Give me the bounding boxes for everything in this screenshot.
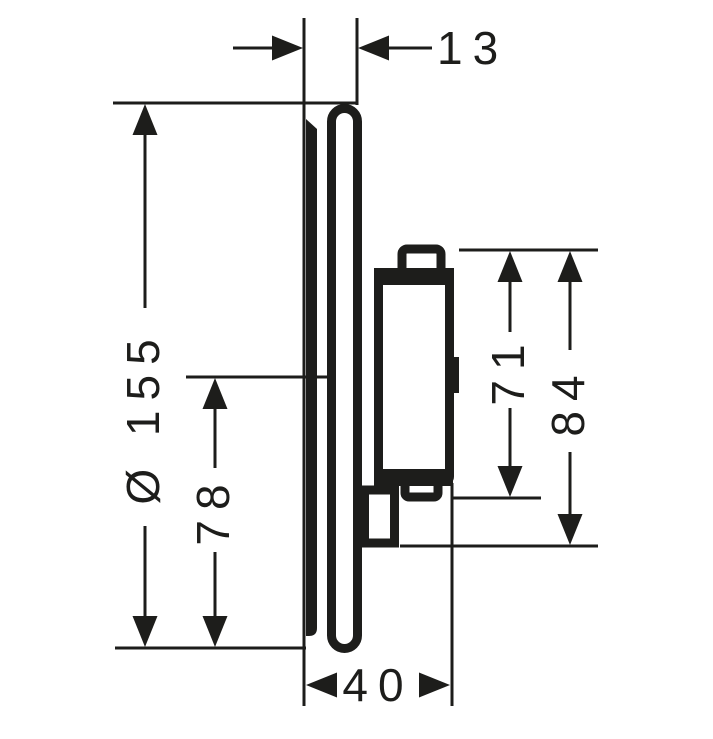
arrowhead-down-icon xyxy=(557,514,583,545)
arrowhead-up-icon xyxy=(202,378,228,409)
dimension-diameter-155: Ø 155 xyxy=(117,104,169,647)
arrowhead-right-icon xyxy=(272,35,303,61)
arrowhead-up-icon xyxy=(132,104,158,135)
arrowhead-down-icon xyxy=(497,466,523,497)
dimension-label-78: 78 xyxy=(187,474,239,545)
dimension-13: 13 xyxy=(233,22,508,74)
dimension-label-84: 84 xyxy=(542,365,594,436)
arrowhead-left-icon xyxy=(358,35,389,61)
arrowhead-up-icon xyxy=(497,251,523,282)
arrowhead-down-icon xyxy=(202,616,228,647)
dimension-label-40: 40 xyxy=(342,659,413,711)
arrowhead-down-icon xyxy=(132,616,158,647)
valve-object xyxy=(306,104,459,653)
dimension-40: 40 xyxy=(306,659,450,711)
wall-plate-profile xyxy=(306,119,317,636)
dimension-label-71: 71 xyxy=(482,334,534,405)
arrowhead-right-icon xyxy=(419,672,450,698)
arrowhead-left-icon xyxy=(306,672,337,698)
body-side-tab xyxy=(452,357,459,393)
valve-bottom-cap xyxy=(374,469,453,486)
arrowhead-up-icon xyxy=(557,251,583,282)
dimension-label-13: 13 xyxy=(437,22,508,74)
valve-top-cap xyxy=(374,268,454,285)
escutcheon-plate-profile xyxy=(327,104,362,653)
valve-body xyxy=(374,268,454,486)
dimension-78: 78 xyxy=(187,378,239,647)
dimension-84: 84 xyxy=(542,251,594,545)
dimension-label-diameter-155: Ø 155 xyxy=(117,329,169,504)
extension-lines xyxy=(113,18,598,706)
dimension-71: 71 xyxy=(482,251,534,497)
connection-stub xyxy=(360,485,399,548)
